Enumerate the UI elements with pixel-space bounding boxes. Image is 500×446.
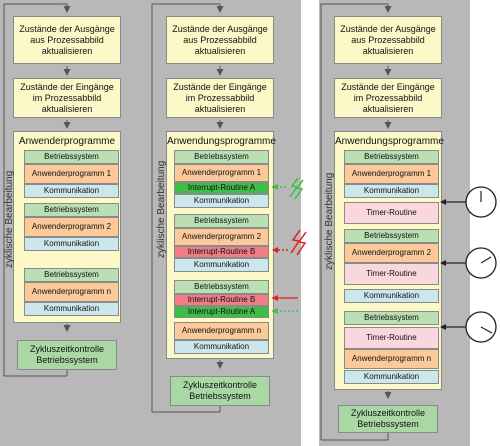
update-inputs-line-2: im Prozessabbild — [353, 92, 423, 103]
os-row: Betriebssystem — [24, 203, 119, 217]
cycle-time-control-box: Zykluszeitkontrolle Betriebssystem — [338, 405, 438, 433]
update-inputs-line-1: Zustände der Eingänge — [341, 81, 435, 92]
green-arrow — [272, 308, 298, 314]
os-row: Betriebssystem — [24, 268, 119, 282]
cycle-time-control-box: Zykluszeitkontrolle Betriebssystem — [170, 376, 270, 406]
user-program-1-row: Anwenderprogramm 1 — [174, 164, 269, 182]
update-inputs-box: Zustände der Eingänge im Prozessabbild a… — [13, 78, 121, 118]
update-inputs-line-2: im Prozessabbild — [32, 92, 102, 103]
cycle-time-control-line-2: Betriebssystem — [189, 391, 251, 401]
cycle-time-control-box: Zykluszeitkontrolle Betriebssystem — [17, 340, 117, 370]
communication-row: Kommunikation — [344, 370, 439, 384]
user-program-2-row: Anwenderprogramm 2 — [24, 217, 119, 237]
update-inputs-line-3: aktualisieren — [194, 103, 246, 114]
timer-routine-row: Timer-Routine — [344, 263, 439, 285]
application-programs-title: Anwendungsprogramme — [335, 136, 444, 147]
interrupt-routine-a-row: Interrupt-Routine A — [174, 306, 269, 318]
communication-row: Kommunikation — [344, 184, 439, 198]
user-program-n-row: Anwenderprogramm n — [24, 282, 119, 302]
user-program-2-row: Anwenderprogramm 2 — [344, 243, 439, 263]
update-outputs-line-2: aus Prozessabbild — [183, 34, 257, 45]
communication-row: Kommunikation — [174, 340, 269, 354]
cycle-time-control-line-2: Betriebssystem — [36, 355, 98, 365]
red-arrow — [272, 295, 298, 301]
red-lightning-icon — [272, 229, 307, 256]
update-inputs-line-3: aktualisieren — [41, 103, 93, 114]
cycle-time-control-line-2: Betriebssystem — [357, 419, 419, 429]
cycle-time-control-line-1: Zykluszeitkontrolle — [350, 408, 426, 418]
cycle-time-control-line-1: Zykluszeitkontrolle — [182, 380, 258, 390]
user-program-n-row: Anwenderprogramm n — [174, 322, 269, 340]
update-outputs-box: Zustände der Ausgänge aus Prozessabbild … — [13, 16, 121, 64]
update-outputs-line-3: aktualisieren — [41, 45, 93, 56]
communication-row: Kommunikation — [24, 237, 119, 251]
update-outputs-line-2: aus Prozessabbild — [351, 34, 425, 45]
user-programs-title: Anwenderprogramme — [18, 136, 116, 147]
update-inputs-line-3: aktualisieren — [362, 103, 414, 114]
update-inputs-line-1: Zustände der Eingänge — [20, 81, 114, 92]
update-inputs-line-2: im Prozessabbild — [185, 92, 255, 103]
communication-row: Kommunikation — [174, 194, 269, 208]
os-row: Betriebssystem — [344, 229, 439, 243]
timer-routine-row: Timer-Routine — [344, 327, 439, 349]
os-row: Betriebssystem — [174, 280, 269, 294]
update-outputs-line-2: aus Prozessabbild — [30, 34, 104, 45]
timer-routine-row: Timer-Routine — [344, 202, 439, 224]
update-outputs-line-1: Zustände der Ausgänge — [340, 23, 436, 34]
os-row: Betriebssystem — [344, 311, 439, 325]
update-outputs-line-3: aktualisieren — [194, 45, 246, 56]
os-row: Betriebssystem — [344, 150, 439, 164]
communication-row: Kommunikation — [344, 289, 439, 303]
green-lightning-icon — [272, 177, 304, 200]
update-outputs-box: Zustände der Ausgänge aus Prozessabbild … — [166, 16, 274, 64]
clock-icon — [440, 311, 497, 343]
update-outputs-line-1: Zustände der Ausgänge — [172, 23, 268, 34]
interrupt-routine-b-row: Interrupt-Routine B — [174, 294, 269, 306]
interrupt-routine-a-row: Interrupt-Routine A — [174, 182, 269, 194]
update-inputs-box: Zustände der Eingänge im Prozessabbild a… — [166, 78, 274, 118]
application-programs-title: Anwendungsprogramme — [167, 136, 276, 147]
interrupt-routine-b-row: Interrupt-Routine B — [174, 246, 269, 258]
cycle-time-control-line-1: Zykluszeitkontrolle — [29, 344, 105, 354]
update-outputs-line-1: Zustände der Ausgänge — [19, 23, 115, 34]
user-program-n-row: Anwenderprogramm n — [344, 349, 439, 369]
communication-row: Kommunikation — [24, 302, 119, 316]
update-outputs-line-3: aktualisieren — [362, 45, 414, 56]
clock-icon — [440, 247, 497, 279]
os-row: Betriebssystem — [24, 150, 119, 164]
update-outputs-box: Zustände der Ausgänge aus Prozessabbild … — [334, 16, 442, 64]
user-program-1-row: Anwenderprogramm 1 — [24, 164, 119, 184]
update-inputs-line-1: Zustände der Eingänge — [173, 81, 267, 92]
communication-row: Kommunikation — [174, 258, 269, 272]
os-row: Betriebssystem — [174, 214, 269, 228]
clock-icon — [440, 186, 497, 218]
update-inputs-box: Zustände der Eingänge im Prozessabbild a… — [334, 78, 442, 118]
os-row: Betriebssystem — [174, 150, 269, 164]
communication-row: Kommunikation — [24, 184, 119, 198]
user-program-1-row: Anwenderprogramm 1 — [344, 164, 439, 184]
user-program-2-row: Anwenderprogramm 2 — [174, 228, 269, 246]
